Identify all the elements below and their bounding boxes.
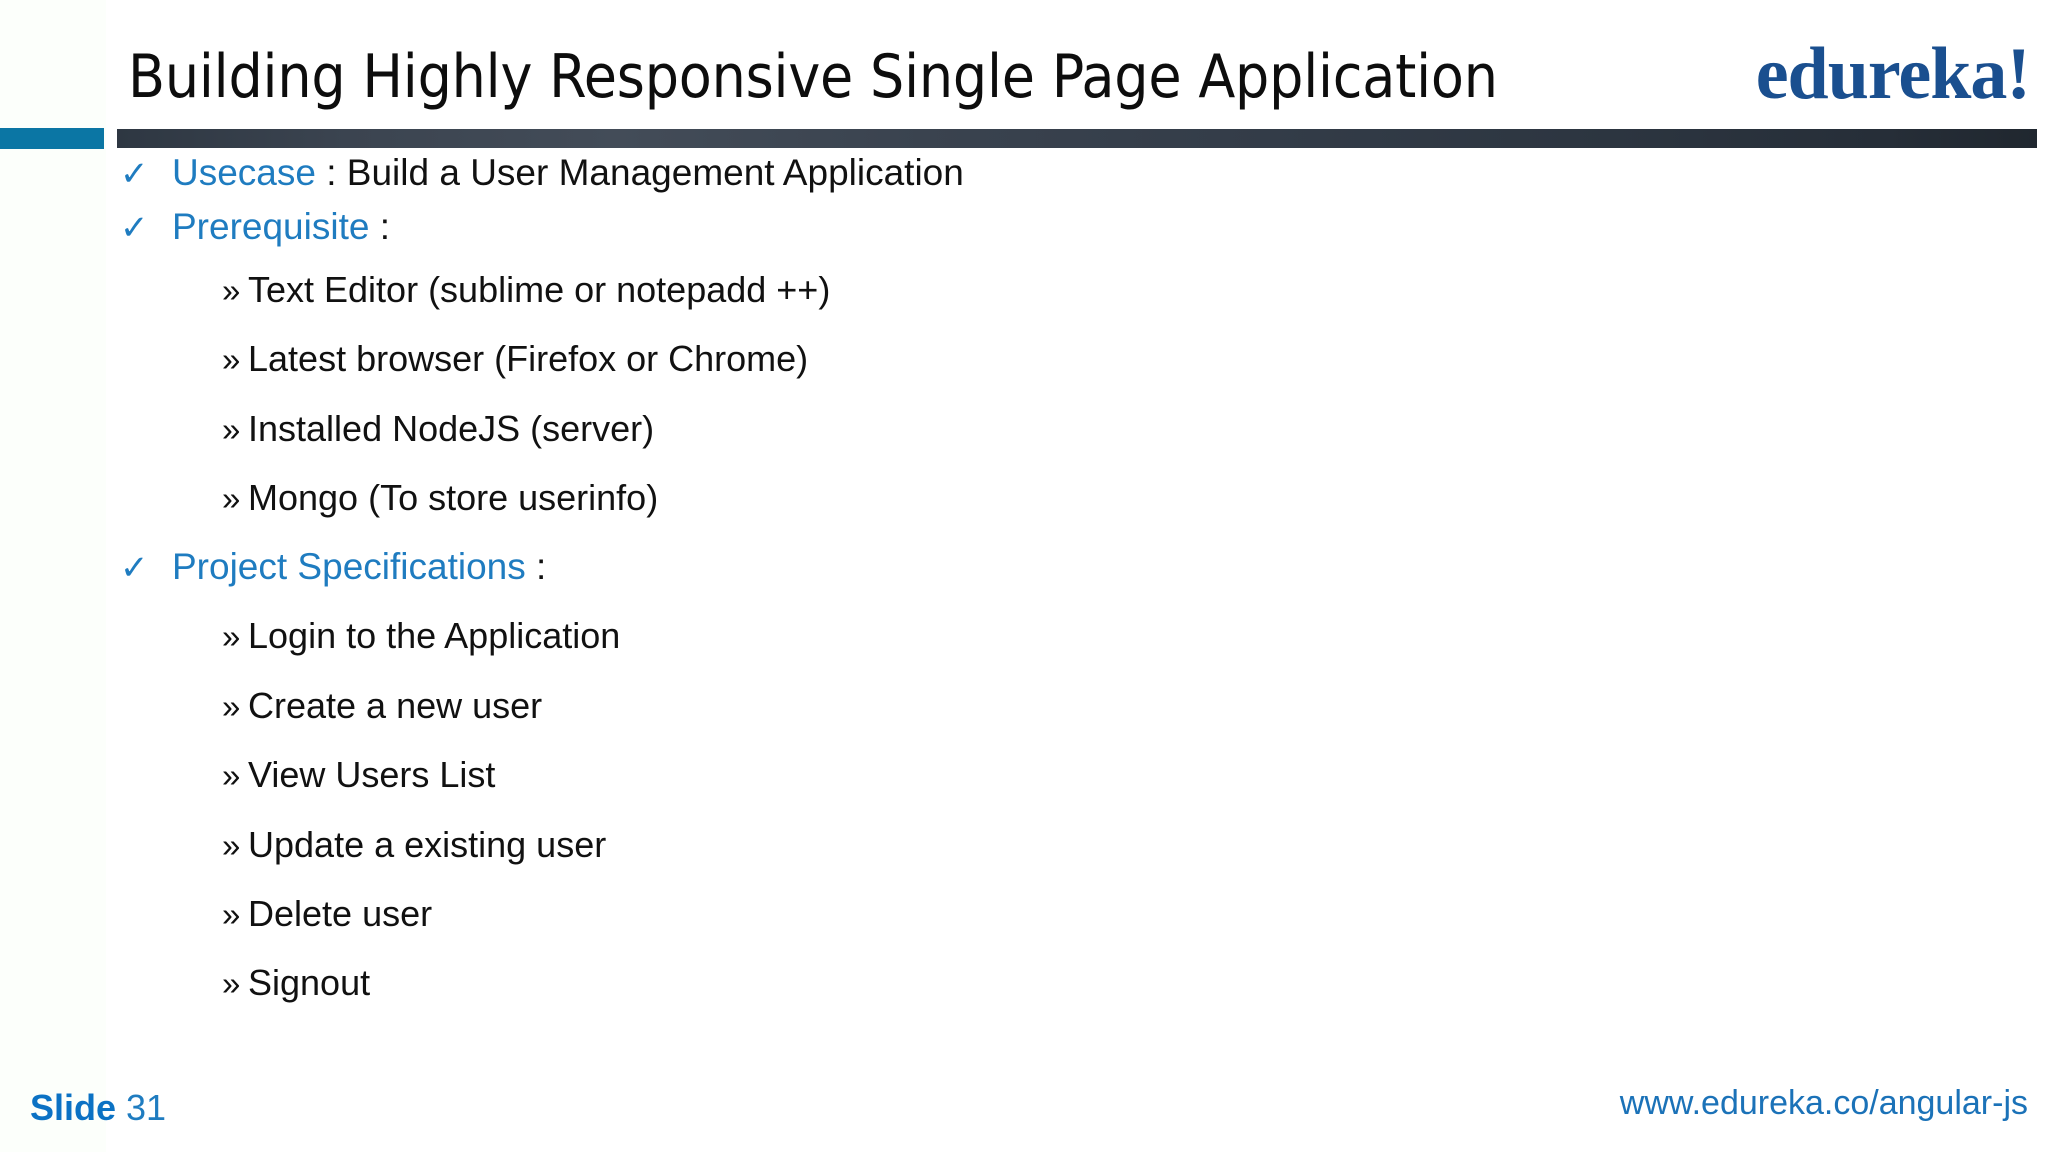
slide-label: Slide (30, 1087, 117, 1128)
list-item: » Update a existing user (222, 822, 606, 869)
double-chevron-icon: » (222, 965, 241, 1002)
bullet-project-specifications-key: Project Specifications (172, 546, 526, 587)
left-accent-band (0, 0, 106, 1152)
bullet-prerequisite: ✓ Prerequisite : (120, 204, 390, 250)
list-item-label: Signout (248, 962, 371, 1003)
list-item-label: Login to the Application (248, 615, 621, 656)
bullet-project-specifications-text: Project Specifications : (172, 544, 546, 590)
slide-content: ✓ Usecase : Build a User Management Appl… (0, 150, 2048, 1070)
list-item-label: Text Editor (sublime or notepadd ++) (248, 269, 831, 310)
list-item: » Text Editor (sublime or notepadd ++) (222, 267, 830, 314)
header-accent-bar-blue (0, 128, 104, 149)
slide-header: Building Highly Responsive Single Page A… (0, 0, 2048, 150)
double-chevron-icon: » (222, 827, 241, 864)
list-item-label: Delete user (248, 893, 433, 934)
list-item: » Login to the Application (222, 613, 620, 660)
bullet-prerequisite-key: Prerequisite (172, 206, 370, 247)
bullet-project-specifications: ✓ Project Specifications : (120, 544, 546, 590)
list-item-label: Create a new user (248, 685, 543, 726)
list-item: » Signout (222, 960, 370, 1007)
bullet-usecase-key: Usecase (172, 152, 316, 193)
list-item-label: Update a existing user (248, 824, 607, 865)
page-title: Building Highly Responsive Single Page A… (128, 42, 1498, 112)
double-chevron-icon: » (222, 688, 241, 725)
list-item-label: Installed NodeJS (server) (248, 408, 655, 449)
list-item: » Mongo (To store userinfo) (222, 475, 658, 522)
bullet-usecase-text: Usecase : Build a User Management Applic… (172, 150, 964, 196)
check-icon: ✓ (120, 209, 149, 247)
list-item: » Create a new user (222, 683, 542, 730)
edureka-logo: edureka! (1755, 33, 2031, 115)
check-icon: ✓ (120, 155, 149, 193)
double-chevron-icon: » (222, 757, 241, 794)
list-item: » Delete user (222, 891, 432, 938)
list-item-label: Latest browser (Firefox or Chrome) (248, 338, 809, 379)
bullet-prerequisite-text: Prerequisite : (172, 204, 390, 250)
double-chevron-icon: » (222, 618, 241, 655)
double-chevron-icon: » (222, 272, 241, 309)
double-chevron-icon: » (222, 480, 241, 517)
list-item: » Latest browser (Firefox or Chrome) (222, 336, 808, 383)
slide-number: 31 (126, 1087, 167, 1128)
list-item: » Installed NodeJS (server) (222, 406, 654, 453)
double-chevron-icon: » (222, 411, 241, 448)
bullet-project-specifications-rest: : (525, 546, 547, 587)
list-item: » View Users List (222, 752, 495, 799)
double-chevron-icon: » (222, 341, 241, 378)
bullet-usecase: ✓ Usecase : Build a User Management Appl… (120, 150, 964, 196)
bullet-usecase-rest: : Build a User Management Application (315, 152, 964, 193)
list-item-label: Mongo (To store userinfo) (248, 477, 659, 518)
list-item-label: View Users List (248, 754, 496, 795)
check-icon: ✓ (120, 549, 149, 587)
header-accent-bar-dark (117, 129, 2037, 148)
bullet-prerequisite-rest: : (369, 206, 390, 247)
footer-url-link[interactable]: www.edureka.co/angular-js (1619, 1084, 2028, 1122)
double-chevron-icon: » (222, 896, 241, 933)
